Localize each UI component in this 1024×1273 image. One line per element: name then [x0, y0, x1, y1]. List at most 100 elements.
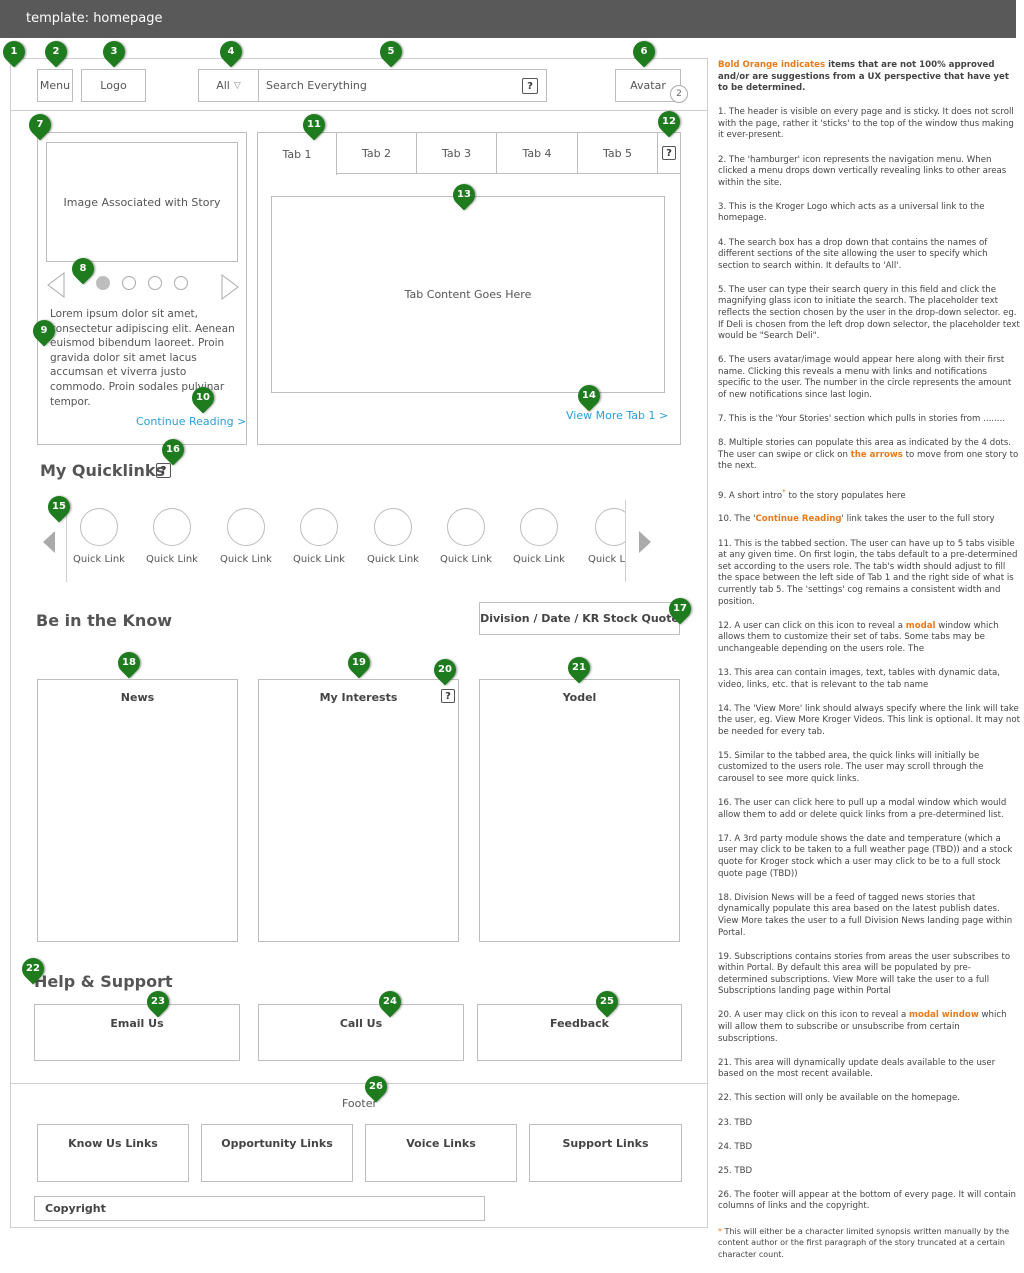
story-intro-text: Lorem ipsum dolor sit amet, consectetur …: [50, 308, 235, 408]
tab-4[interactable]: Tab 4: [496, 132, 578, 174]
quicklink-label[interactable]: Quick Link: [293, 554, 345, 565]
footer-link-column-know-us[interactable]: Know Us Links: [37, 1124, 189, 1182]
story-image-label: Image Associated with Story: [63, 195, 221, 209]
quicklink-label[interactable]: Quick Link: [367, 554, 419, 565]
quicklink-label[interactable]: Quick Link: [440, 554, 492, 565]
annotation-pin-14: 14: [573, 380, 605, 412]
story-dot[interactable]: [174, 276, 188, 290]
note-18: 18. Division News will be a feed of tagg…: [718, 892, 1013, 938]
annotation-pin-20: 20: [429, 654, 461, 686]
logo-link[interactable]: Logo: [81, 69, 146, 102]
tab-settings[interactable]: ?: [657, 132, 681, 174]
quicklink-icon[interactable]: [227, 508, 265, 546]
quicklink-icon[interactable]: [80, 508, 118, 546]
quicklink-icon[interactable]: [300, 508, 338, 546]
annotation-pin-3: 3: [98, 36, 130, 68]
annotation-pin-18: 18: [113, 647, 145, 679]
quicklink-icon[interactable]: [447, 508, 485, 546]
note-2: 2. The 'hamburger' icon represents the n…: [718, 154, 1007, 188]
quicklink-label[interactable]: Quick Link: [146, 554, 198, 565]
tab-settings-icon: ?: [662, 146, 676, 160]
tab-5[interactable]: Tab 5: [577, 132, 658, 174]
note-9: 9. A short intro* to the story populates…: [718, 486, 906, 501]
call-us-label: Call Us: [339, 1017, 383, 1030]
note-21: 21. This area will dynamically update de…: [718, 1057, 996, 1080]
quicklink-icon[interactable]: [595, 508, 625, 546]
quicklinks-right-divider: [625, 500, 626, 582]
footer-link-column-opportunity[interactable]: Opportunity Links: [201, 1124, 353, 1182]
email-us-button[interactable]: Email Us: [34, 1004, 240, 1061]
note-20: 20. A user may click on this icon to rev…: [718, 1010, 1007, 1044]
continue-reading-link[interactable]: Continue Reading >: [136, 415, 247, 428]
my-interests-settings-icon[interactable]: ?: [441, 689, 455, 703]
search-input[interactable]: Search Everything: [266, 70, 506, 101]
tab-2[interactable]: Tab 2: [336, 132, 417, 174]
search-scope-select[interactable]: All ▽: [199, 70, 259, 101]
annotation-pin-15: 15: [43, 491, 75, 523]
annotation-pin-21: 21: [563, 652, 595, 684]
annotation-pin-13: 13: [448, 179, 480, 211]
my-interests-title: My Interests: [319, 691, 398, 704]
note-3: 3. This is the Kroger Logo which acts as…: [718, 201, 985, 224]
note-7: 7. This is the 'Your Stories' section wh…: [718, 414, 1005, 425]
story-next-arrow-icon[interactable]: [220, 274, 240, 300]
note-8: 8. Multiple stories can populate this ar…: [718, 438, 1019, 472]
news-column: News: [37, 679, 238, 942]
footer-link-column-support[interactable]: Support Links: [529, 1124, 682, 1182]
story-prev-arrow-icon[interactable]: [46, 272, 66, 298]
quicklink-label[interactable]: Quick Link: [588, 554, 625, 565]
story-dot-active[interactable]: [96, 276, 110, 290]
email-us-label: Email Us: [110, 1017, 164, 1030]
footer-divider: [10, 1083, 707, 1084]
menu-label: Menu: [39, 79, 71, 92]
chevron-down-icon: ▽: [233, 80, 241, 91]
note-19: 19. Subscriptions contains stories from …: [718, 951, 1011, 997]
quicklink-label[interactable]: Quick Link: [73, 554, 125, 565]
note-22: 22. This section will only be available …: [718, 1093, 961, 1104]
footer-link-column-voice[interactable]: Voice Links: [365, 1124, 517, 1182]
quicklink-label[interactable]: Quick Link: [220, 554, 272, 565]
quicklink-icon[interactable]: [153, 508, 191, 546]
note-16: 16. The user can click here to pull up a…: [718, 798, 1007, 820]
template-title: template: homepage: [26, 11, 163, 26]
annotation-pin-9: 9: [28, 315, 60, 347]
quicklinks-carousel: Quick Link Quick Link Quick Link Quick L…: [67, 500, 625, 590]
quicklink-icon[interactable]: [374, 508, 412, 546]
annotation-pin-24: 24: [374, 986, 406, 1018]
story-dot[interactable]: [122, 276, 136, 290]
note-25: 25. TBD: [718, 1165, 753, 1176]
tab-3[interactable]: Tab 3: [416, 132, 497, 174]
copyright-bar: Copyright: [34, 1196, 485, 1221]
view-more-tab-link[interactable]: View More Tab 1 >: [566, 409, 669, 422]
annotation-pin-6: 6: [628, 36, 660, 68]
annotation-pin-4: 4: [215, 36, 247, 68]
search-icon[interactable]: ?: [522, 78, 538, 94]
annotation-pin-17: 17: [664, 593, 696, 625]
note-12: 12. A user can click on this icon to rev…: [718, 620, 999, 654]
know-heading: Be in the Know: [36, 611, 173, 630]
support-links-label: Support Links: [562, 1137, 649, 1150]
quicklinks-edit-icon[interactable]: ?: [156, 463, 171, 478]
division-date-stock-module[interactable]: Division / Date / KR Stock Quote: [479, 602, 680, 635]
note-17: 17. A 3rd party module shows the date an…: [718, 833, 1013, 879]
yodel-title: Yodel: [562, 691, 597, 704]
note-11: 11. This is the tabbed section. The user…: [718, 538, 1018, 607]
note-5: 5. The user can type their search query …: [718, 284, 1020, 342]
copyright-label: Copyright: [45, 1202, 106, 1215]
menu-button[interactable]: Menu: [37, 69, 73, 102]
notification-badge[interactable]: 2: [670, 85, 688, 103]
call-us-button[interactable]: Call Us: [258, 1004, 464, 1061]
note-1: 1. The header is visible on every page a…: [718, 107, 1014, 141]
story-dot[interactable]: [148, 276, 162, 290]
tab-1[interactable]: Tab 1: [257, 132, 337, 175]
note-26: 26. The footer will appear at the bottom…: [718, 1189, 1016, 1212]
division-date-stock-label: Division / Date / KR Stock Quote: [480, 612, 679, 625]
annotation-pin-2: 2: [40, 36, 72, 68]
quicklink-label[interactable]: Quick Link: [513, 554, 565, 565]
search-scope-label: All: [216, 79, 230, 92]
quicklink-icon[interactable]: [520, 508, 558, 546]
quicklinks-prev-arrow-icon[interactable]: [42, 530, 56, 554]
quicklinks-next-arrow-icon[interactable]: [638, 530, 652, 554]
note-15: 15. Similar to the tabbed area, the quic…: [718, 750, 984, 785]
feedback-button[interactable]: Feedback: [477, 1004, 682, 1061]
